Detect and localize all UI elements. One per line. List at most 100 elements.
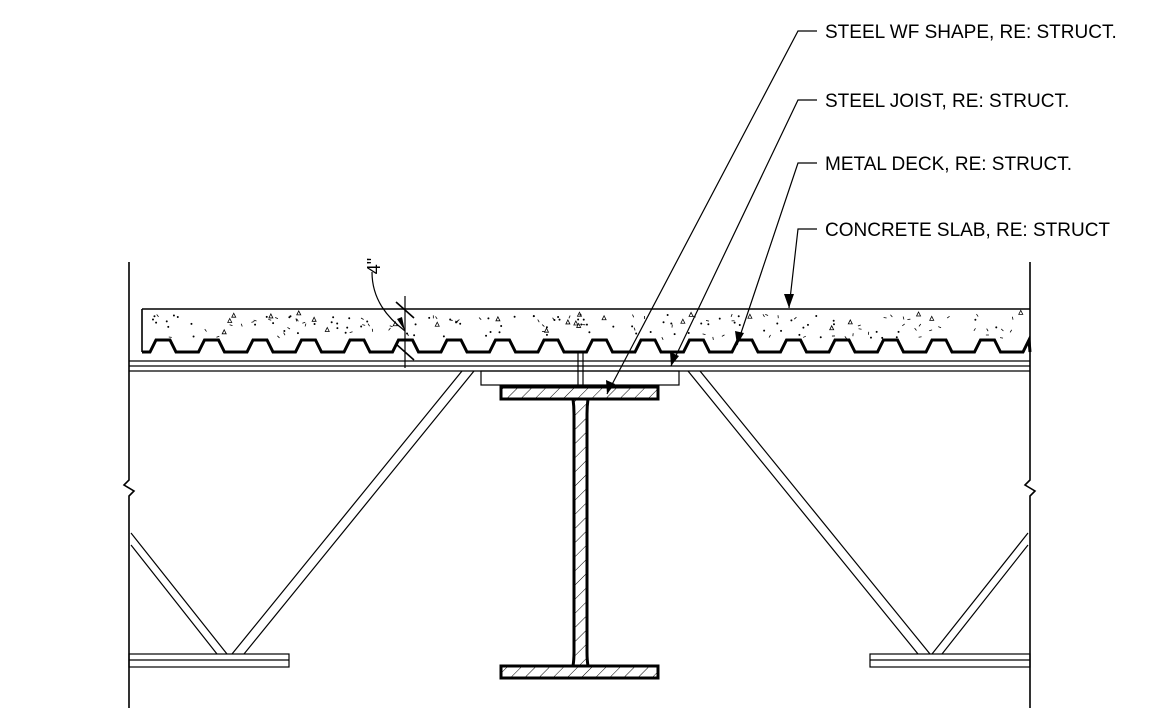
- aggregate-mark: [165, 320, 168, 323]
- aggregate-mark: [1009, 329, 1013, 333]
- aggregate-mark: [296, 318, 299, 322]
- aggregate-mark: [302, 321, 306, 324]
- joist-top-chord: [129, 360, 1030, 372]
- aggregate-mark: [649, 331, 652, 334]
- aggregate-mark: [537, 319, 540, 323]
- aggregate-mark: [857, 324, 861, 327]
- callout-leaders: [606, 30, 817, 395]
- aggregate-mark: [747, 313, 753, 319]
- left-wall-line: [122, 262, 136, 708]
- aggregate-mark: [434, 321, 440, 327]
- aggregate-mark: [718, 317, 721, 320]
- aggregate-mark: [272, 322, 275, 325]
- aggregate-mark: [815, 315, 818, 318]
- aggregate-mark: [295, 318, 298, 322]
- aggregate-mark: [705, 320, 710, 322]
- aggregate-mark: [532, 315, 535, 318]
- aggregate-mark: [487, 317, 490, 320]
- aggregate-mark: [190, 322, 193, 325]
- aggregate-mark: [277, 335, 280, 339]
- aggregate-mark: [435, 316, 438, 320]
- aggregate-mark: [661, 336, 664, 341]
- aggregate-mark: [541, 324, 545, 327]
- aggregate-mark: [576, 322, 582, 328]
- slab-depth-label: 4": [364, 258, 384, 274]
- aggregate-mark: [712, 336, 714, 340]
- aggregate-mark: [700, 322, 703, 325]
- aggregate-mark: [287, 327, 291, 330]
- aggregate-mark: [829, 324, 835, 331]
- right-wall-line: [1023, 262, 1037, 708]
- aggregate-mark: [588, 331, 591, 334]
- aggregate-mark: [388, 327, 391, 331]
- joist-web-left: [130, 370, 475, 655]
- aggregate-mark: [974, 318, 977, 321]
- aggregate-mark: [344, 331, 347, 334]
- aggregate-mark: [204, 328, 207, 332]
- aggregate-mark: [275, 317, 279, 319]
- aggregate-mark: [283, 329, 286, 332]
- aggregate-mark: [251, 321, 255, 323]
- aggregate-mark: [558, 318, 561, 321]
- aggregate-mark: [367, 323, 370, 327]
- aggregate-mark: [902, 316, 905, 320]
- aggregate-mark: [565, 319, 571, 325]
- aggregate-mark: [995, 326, 998, 329]
- aggregate-mark: [366, 320, 369, 323]
- aggregate-mark: [1018, 309, 1024, 315]
- aggregate-mark: [730, 313, 733, 318]
- aggregate-mark: [631, 325, 634, 328]
- aggregate-mark: [585, 323, 588, 326]
- aggregate-mark: [793, 316, 797, 320]
- aggregate-mark: [346, 326, 349, 329]
- aggregate-mark: [153, 315, 156, 318]
- aggregate-mark: [802, 326, 805, 329]
- callout-steel-joist: STEEL JOIST, RE: STRUCT.: [825, 91, 1069, 112]
- aggregate-mark: [577, 318, 580, 321]
- aggregate-mark: [580, 323, 583, 326]
- aggregate-mark: [869, 336, 872, 339]
- aggregate-mark: [847, 318, 853, 325]
- aggregate-mark: [455, 320, 459, 323]
- aggregate-mark: [498, 331, 501, 334]
- aggregate-mark: [253, 319, 257, 322]
- callout-concrete-slab: CONCRETE SLAB, RE: STRUCT: [825, 220, 1110, 241]
- aggregate-mark: [832, 323, 835, 326]
- aggregate-mark: [687, 331, 690, 334]
- aggregate-mark: [999, 337, 1004, 339]
- callout-metal-deck: METAL DECK, RE: STRUCT.: [825, 154, 1072, 175]
- aggregate-mark: [553, 319, 556, 322]
- aggregate-mark: [662, 321, 665, 324]
- concrete-slab: [141, 308, 1030, 352]
- leader-metal-deck: [736, 162, 817, 346]
- aggregate-mark: [798, 333, 801, 336]
- aggregate-mark: [633, 327, 636, 331]
- aggregate-mark: [918, 323, 922, 327]
- aggregate-mark: [489, 331, 492, 334]
- aggregate-mark: [428, 316, 431, 319]
- aggregate-mark: [495, 315, 501, 322]
- joist-bottom-chord-left: [128, 653, 290, 668]
- aggregate-mark: [349, 331, 353, 333]
- aggregate-mark: [389, 325, 393, 328]
- aggregate-mark: [283, 332, 286, 336]
- leader-concrete-slab: [788, 228, 817, 309]
- aggregate-mark: [579, 313, 582, 316]
- aggregate-mark: [296, 332, 299, 335]
- aggregate-mark: [673, 333, 676, 336]
- aggregate-mark: [914, 327, 917, 331]
- aggregate-mark: [733, 321, 736, 324]
- aggregate-mark: [557, 316, 560, 319]
- aggregate-mark: [737, 315, 740, 318]
- aggregate-mark: [413, 334, 416, 337]
- aggregate-mark: [635, 332, 638, 335]
- aggregate-mark: [545, 333, 548, 336]
- aggregate-mark: [721, 334, 725, 337]
- aggregate-mark: [765, 313, 769, 316]
- metal-deck: [142, 334, 1032, 354]
- aggregate-mark: [881, 336, 884, 339]
- aggregate-mark: [666, 314, 669, 317]
- aggregate-mark: [573, 320, 579, 326]
- aggregate-mark: [172, 314, 175, 317]
